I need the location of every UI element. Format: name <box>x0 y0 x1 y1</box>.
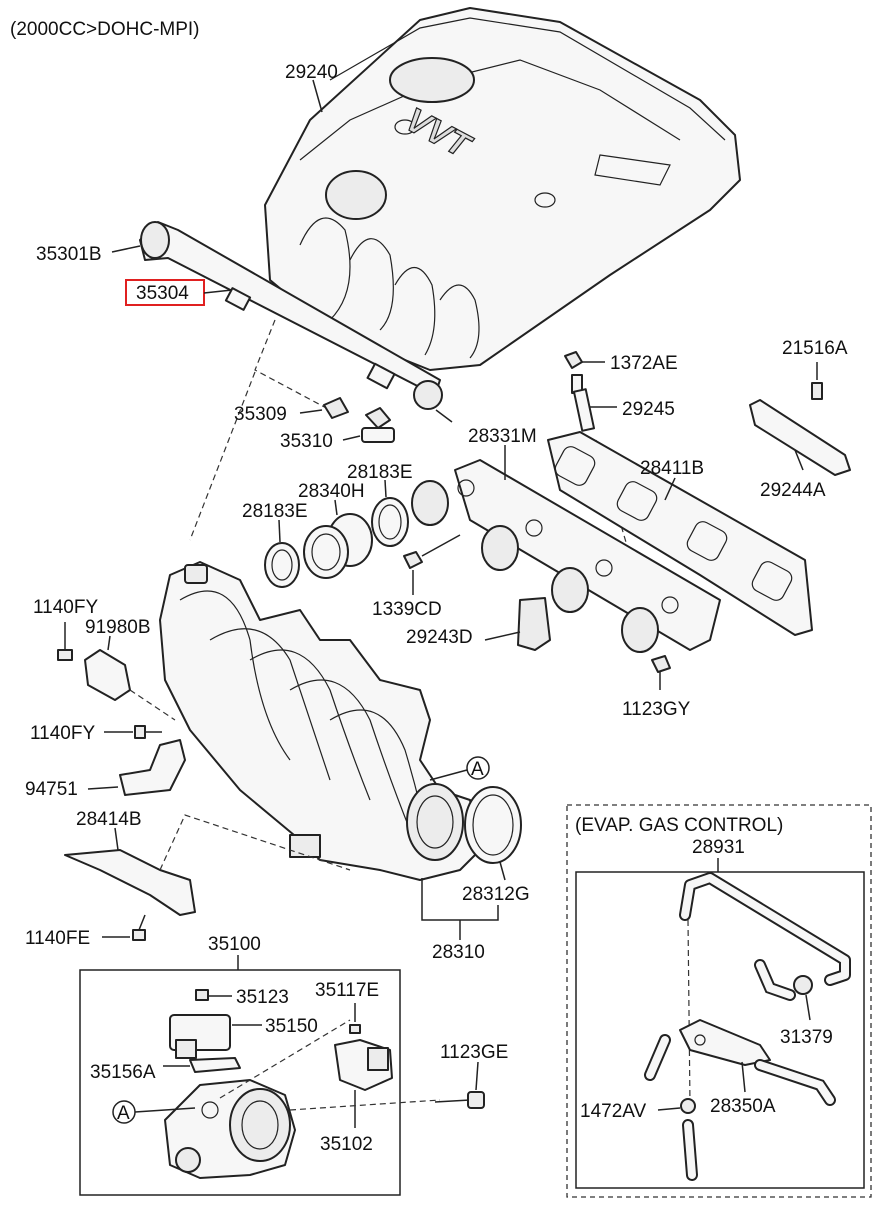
gasket-28312G[interactable] <box>464 786 522 864</box>
header-title: (2000CC>DOHC-MPI) <box>10 19 200 40</box>
label-1339CD: 1339CD <box>372 599 442 620</box>
label-35117E: 35117E <box>315 980 379 1001</box>
intake-manifold-28310[interactable] <box>159 561 481 881</box>
label-91980B: 91980B <box>85 617 151 638</box>
ring-28183E-upper[interactable] <box>371 497 409 547</box>
bracket-29244A[interactable] <box>749 382 851 476</box>
label-1140FY-b: 1140FY <box>30 723 95 744</box>
label-31379: 31379 <box>780 1027 833 1048</box>
clamp-1472AV[interactable] <box>680 1098 698 1181</box>
bolt-1140FY-lower[interactable] <box>134 725 162 739</box>
nut-1339CD[interactable] <box>403 551 423 569</box>
label-28340H: 28340H <box>298 481 365 502</box>
label-35100: 35100 <box>208 934 261 955</box>
throttle-body-box <box>79 969 401 1196</box>
sensor-29245[interactable] <box>564 351 596 432</box>
label-28411B: 28411B <box>640 458 704 479</box>
sensor-35102[interactable] <box>334 1039 393 1091</box>
label-35301B: 35301B <box>36 244 102 265</box>
bolt-1140FE[interactable] <box>132 914 146 941</box>
screw-35117E[interactable] <box>349 1024 361 1034</box>
label-a-bottom: A <box>117 1103 130 1124</box>
throttle-body-35102-main[interactable] <box>164 1079 296 1179</box>
label-1123GY: 1123GY <box>622 699 691 720</box>
ring-28183E-lower[interactable] <box>264 542 300 588</box>
evap-box <box>575 871 865 1189</box>
label-28310: 28310 <box>432 942 485 963</box>
bolt-1123GY[interactable] <box>651 655 671 690</box>
label-29243D: 29243D <box>406 627 473 648</box>
hose-28931[interactable] <box>679 872 851 1001</box>
bolt-1123GE[interactable] <box>434 1091 485 1109</box>
gasket-28411B[interactable] <box>547 431 813 636</box>
label-35123: 35123 <box>236 987 289 1008</box>
label-28414B: 28414B <box>76 809 142 830</box>
bracket-94751[interactable] <box>119 739 186 796</box>
label-28931: 28931 <box>692 837 745 858</box>
label-35309: 35309 <box>234 404 287 425</box>
label-35150: 35150 <box>265 1016 318 1037</box>
clip[interactable] <box>323 397 349 419</box>
evap-section <box>566 804 872 1198</box>
label-1140FY-a: 1140FY <box>33 597 98 618</box>
bolt-1140FY-upper[interactable] <box>57 622 73 661</box>
label-28331M: 28331M <box>468 426 537 447</box>
label-94751: 94751 <box>25 779 78 800</box>
clamp-31379[interactable] <box>793 975 813 995</box>
label-29245: 29245 <box>622 399 675 420</box>
label-21516A: 21516A <box>782 338 848 359</box>
evap-title: (EVAP. GAS CONTROL) <box>575 815 783 836</box>
label-35102: 35102 <box>320 1134 373 1155</box>
screw-35123[interactable] <box>195 989 209 1001</box>
manifold-flange-28331M[interactable] <box>411 459 721 653</box>
bracket-91980B[interactable] <box>84 649 131 701</box>
engine-cover[interactable]: VVT <box>264 7 741 371</box>
label-1472AV: 1472AV <box>580 1101 647 1122</box>
fuel-rail[interactable] <box>139 221 453 423</box>
label-35156A: 35156A <box>90 1062 156 1083</box>
gasket-35156A[interactable] <box>189 1057 241 1073</box>
valve-bracket-28350A[interactable] <box>644 1019 836 1106</box>
label-29240: 29240 <box>285 62 338 83</box>
bracket-28414B[interactable] <box>64 849 196 916</box>
label-a-top: A <box>471 759 484 780</box>
label-1140FE: 1140FE <box>25 928 90 949</box>
label-28183E-a: 28183E <box>347 462 413 483</box>
injector[interactable] <box>361 407 395 443</box>
label-35304[interactable]: 35304 <box>136 283 189 304</box>
label-29244A: 29244A <box>760 480 826 501</box>
label-35310: 35310 <box>280 431 333 452</box>
actuator-35150[interactable] <box>169 1014 231 1059</box>
hose-28340H[interactable] <box>303 513 373 579</box>
label-1123GE: 1123GE <box>440 1042 508 1063</box>
marker-a-top <box>466 756 490 780</box>
label-1372AE: 1372AE <box>610 353 678 374</box>
label-28350A: 28350A <box>710 1096 776 1117</box>
label-28183E-b: 28183E <box>242 501 308 522</box>
label-28312G: 28312G <box>462 884 530 905</box>
